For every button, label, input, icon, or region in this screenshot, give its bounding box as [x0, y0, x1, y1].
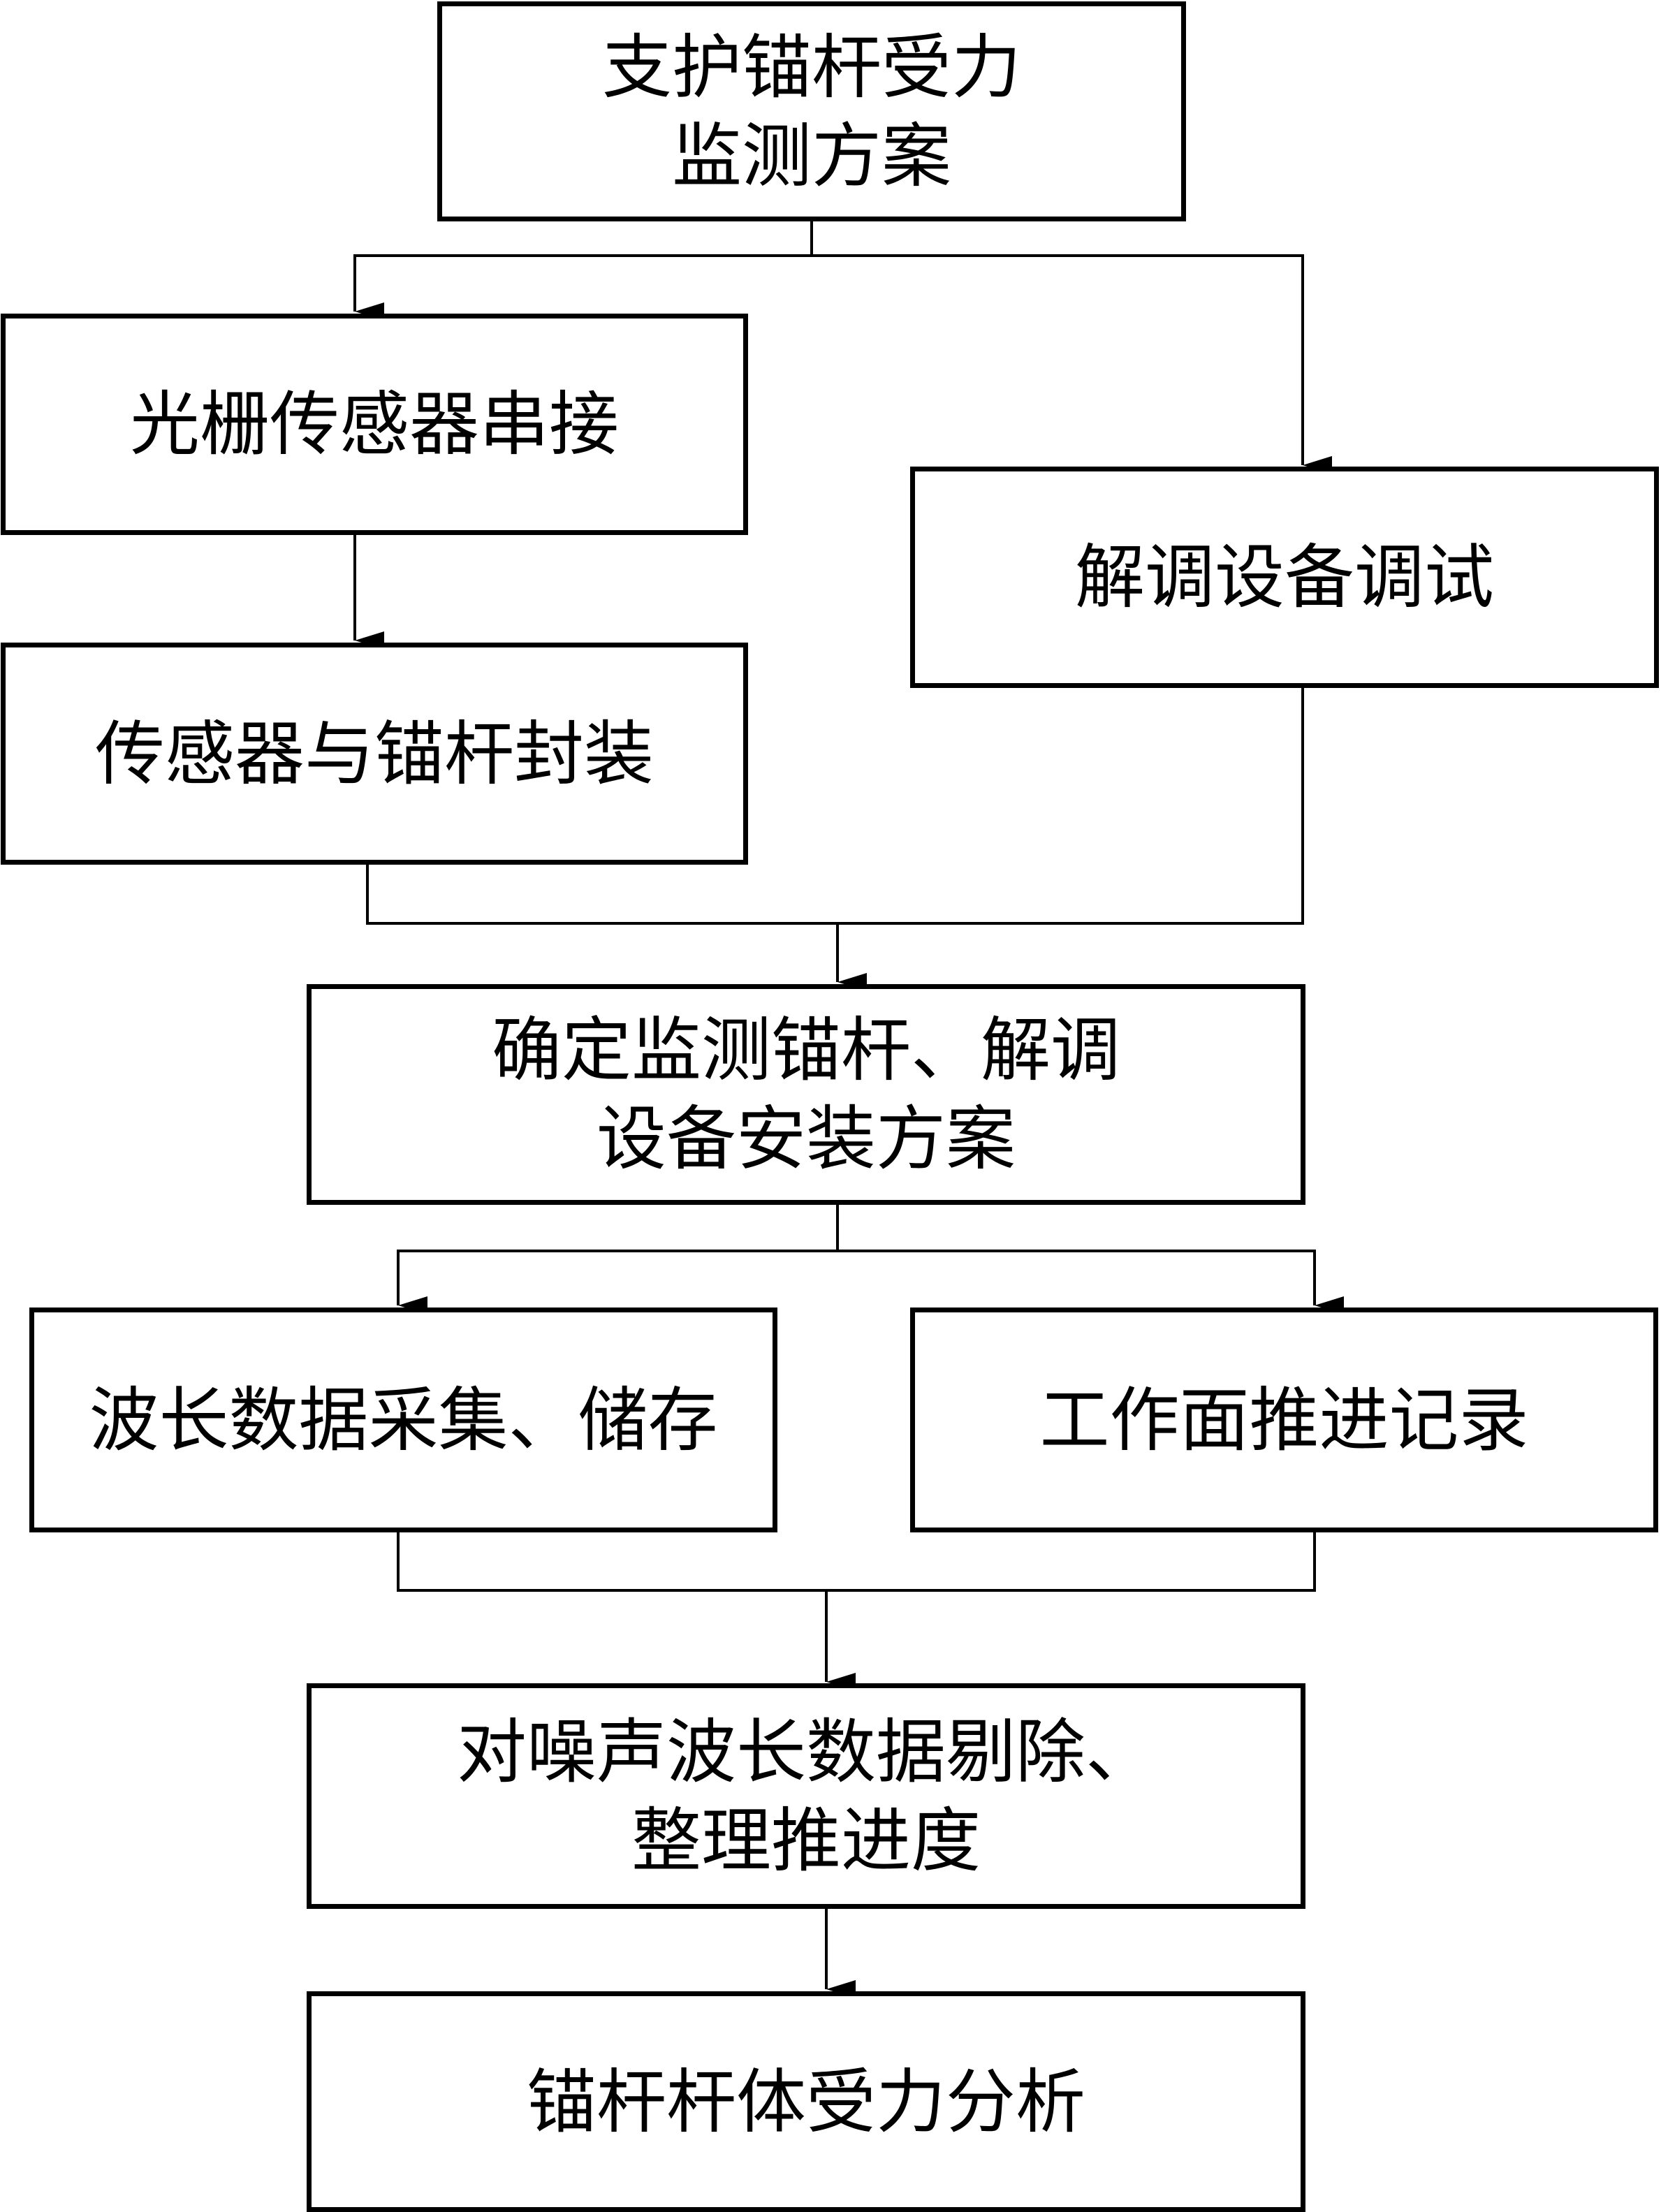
edge-plan-to-grating	[353, 254, 812, 321]
node-label-line: 工作面推进记录	[1039, 1379, 1529, 1461]
node-working-face-record: 工作面推进记录	[910, 1308, 1658, 1532]
edge-demod-to-merge	[837, 686, 1304, 925]
node-noise-removal: 对噪声波长数据剔除、 整理推进度	[307, 1683, 1305, 1909]
edge-encapsulate-to-merge	[366, 863, 837, 925]
node-demodulator-debug: 解调设备调试	[910, 467, 1659, 688]
node-label-line: 监测方案	[672, 115, 951, 197]
edge-plan-to-demod	[812, 254, 1332, 474]
edge-install-to-collect	[397, 1250, 837, 1314]
edge-collect-to-merge	[397, 1531, 1316, 1592]
node-label-line: 设备安装方案	[597, 1098, 1016, 1180]
node-label-line: 波长数据采集、储存	[89, 1379, 718, 1461]
node-label-line: 传感器与锚杆封装	[95, 712, 654, 795]
node-label-line: 锚杆杆体受力分析	[527, 2060, 1085, 2143]
node-monitoring-plan: 支护锚杆受力 监测方案	[437, 1, 1186, 221]
node-grating-sensor-series: 光栅传感器串接	[1, 314, 748, 535]
node-installation-plan: 确定监测锚杆、解调 设备安装方案	[307, 984, 1305, 1205]
node-label-line: 对噪声波长数据剔除、	[457, 1711, 1155, 1793]
node-label-line: 确定监测锚杆、解调	[492, 1009, 1120, 1091]
node-label-line: 解调设备调试	[1075, 536, 1494, 618]
node-force-analysis: 锚杆杆体受力分析	[307, 1991, 1305, 2212]
node-label-line: 光栅传感器串接	[130, 383, 619, 465]
node-sensor-encapsulation: 传感器与锚杆封装	[1, 643, 748, 865]
node-label-line: 支护锚杆受力	[602, 26, 1021, 108]
edge-install-to-face	[837, 1250, 1344, 1314]
node-wavelength-collection: 波长数据采集、储存	[29, 1308, 777, 1532]
node-label-line: 整理推进度	[631, 1799, 981, 1882]
